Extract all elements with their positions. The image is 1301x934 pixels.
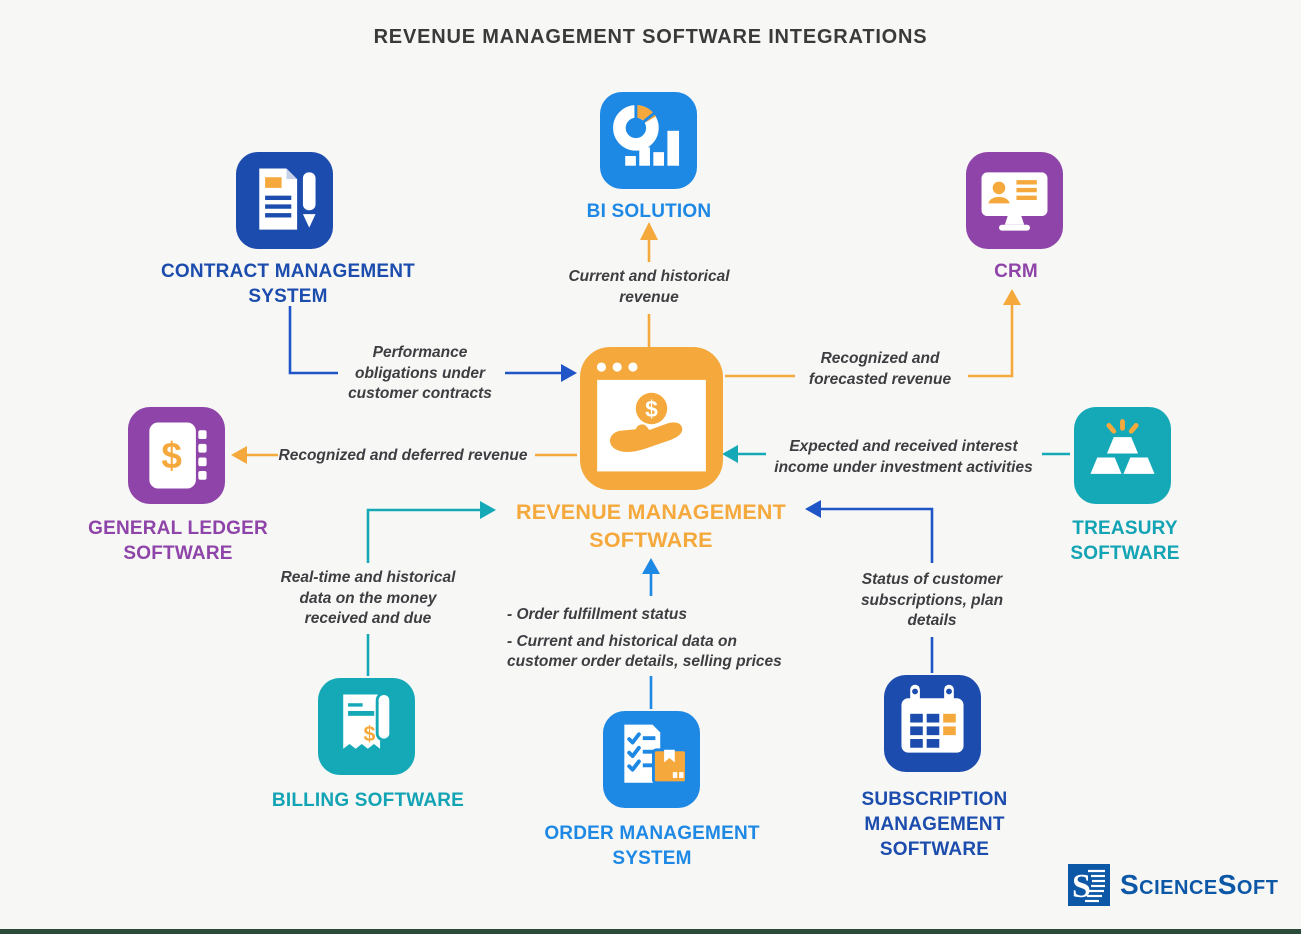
- monitor-contact-icon: [966, 152, 1063, 249]
- pie-and-bar-chart-icon: [600, 92, 697, 189]
- svg-text:$: $: [645, 396, 658, 422]
- sciencesoft-logo: S ScienceSoft: [1068, 864, 1278, 906]
- edge-label-realtime-data: Real-time and historical data on the mon…: [280, 569, 456, 628]
- edge-label-current-historical-revenue: Current and historical revenue: [568, 268, 730, 306]
- edge-label-interest-income: Expected and received interest income un…: [774, 438, 1033, 476]
- edge-label-recognized-forecasted: Recognized and forecasted revenue: [808, 350, 952, 388]
- document-and-pencil-icon: [236, 152, 333, 249]
- treasury-label: TREASURY SOFTWARE: [1070, 518, 1180, 565]
- subscription-management-label: SUBSCRIPTION MANAGEMENT SOFTWARE: [861, 789, 1008, 861]
- billing-label: BILLING SOFTWARE: [271, 790, 465, 811]
- ledger-book-dollar-icon: $: [128, 407, 225, 504]
- contract-management-label: CONTRACT MANAGEMENT SYSTEM: [161, 261, 415, 308]
- svg-text:$: $: [161, 435, 182, 476]
- edge-label-order-details: - Order fulfillment status - Current and…: [507, 605, 795, 673]
- sciencesoft-logo-text: ScienceSoft: [1120, 869, 1279, 900]
- revenue-management-label: REVENUE MANAGEMENT SOFTWARE: [516, 500, 786, 552]
- calendar-icon: [884, 675, 981, 772]
- svg-text:$: $: [363, 722, 375, 746]
- edge-label-performance-obligations: Performance obligations under customer c…: [348, 344, 492, 403]
- page-title: REVENUE MANAGEMENT SOFTWARE INTEGRATIONS: [373, 26, 928, 48]
- gold-bars-icon: [1074, 407, 1171, 504]
- footer-bar: [0, 929, 1301, 934]
- browser-dollar-hand-icon: $: [580, 347, 723, 490]
- edge-label-subscription-status: Status of customer subscriptions, plan d…: [860, 571, 1004, 630]
- receipt-dollar-icon: $: [318, 678, 415, 775]
- general-ledger-label: GENERAL LEDGER SOFTWARE: [88, 518, 268, 565]
- checklist-package-icon: [603, 711, 700, 808]
- crm-label: CRM: [994, 261, 1038, 282]
- order-management-label: ORDER MANAGEMENT SYSTEM: [544, 823, 760, 870]
- bi-solution-label: BI SOLUTION: [586, 201, 712, 222]
- order-edge-line-2: - Current and historical data on custome…: [507, 632, 782, 671]
- svg-text:S: S: [1072, 868, 1091, 905]
- sciencesoft-logo-mark: S: [1068, 864, 1110, 906]
- order-edge-line-1: - Order fulfillment status: [507, 606, 687, 623]
- edge-label-recognized-deferred: Recognized and deferred revenue: [278, 447, 528, 464]
